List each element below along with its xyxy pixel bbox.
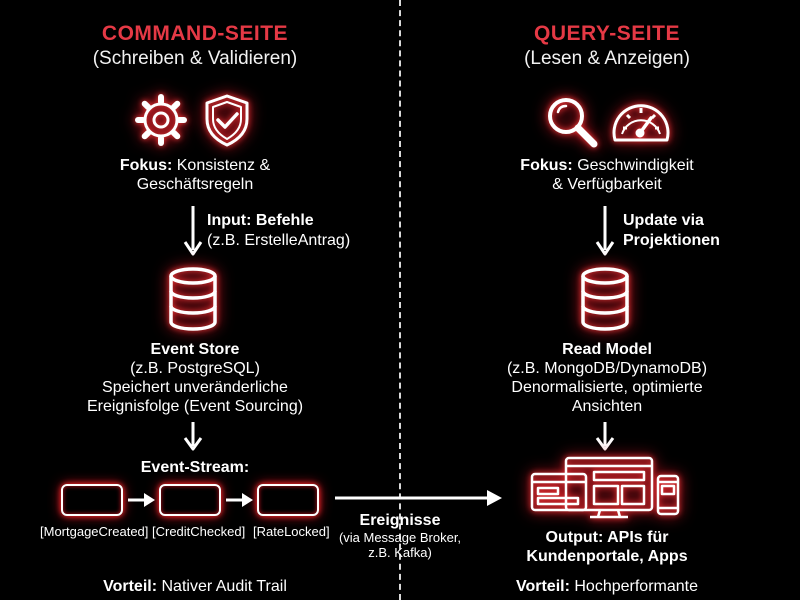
event-label-3: [RateLocked]: [253, 524, 330, 539]
devices-icon: [530, 456, 680, 519]
arrow-down-icon: [183, 422, 203, 451]
magnifier-icon: [548, 98, 598, 148]
command-focus-label: Fokus:: [119, 157, 173, 174]
event-label-1: [MortgageCreated]: [40, 524, 149, 539]
query-advantage-text: Hochperformante: [574, 578, 698, 595]
read-model-line2: Denormalisierte, optimierte: [511, 379, 703, 396]
command-focus-text: Konsistenz &: [176, 157, 271, 174]
shield-check-icon: [205, 94, 249, 147]
event-store-line3: Ereignisfolge (Event Sourcing): [86, 398, 304, 415]
arrow-down-icon: [595, 206, 615, 256]
command-advantage-label: Vorteil:: [103, 578, 158, 595]
command-input-label: Input: Befehle: [207, 212, 314, 229]
command-focus: Fokus: Konsistenz &: [60, 156, 330, 175]
query-output-line1: Output: APIs für: [545, 529, 669, 546]
arrow-right-icon: [128, 493, 155, 507]
read-model-line1: (z.B. MongoDB/DynamoDB): [506, 360, 708, 377]
event-box-3: [257, 484, 319, 516]
query-advantage-label: Vorteil:: [515, 578, 570, 595]
query-subtitle: (Lesen & Anzeigen): [524, 48, 690, 69]
event-stream-label: Event-Stream:: [140, 459, 250, 476]
command-advantage-text: Nativer Audit Trail: [161, 578, 287, 595]
read-model-title: Read Model: [562, 341, 652, 358]
database-icon: [169, 267, 217, 331]
arrow-down-icon: [595, 422, 615, 451]
event-store-line2: Speichert unveränderliche: [102, 379, 288, 396]
read-model-line3: Ansichten: [571, 398, 643, 415]
query-title: QUERY-SEITE: [534, 22, 680, 45]
query-focus-text-2: & Verfügbarkeit: [552, 176, 662, 193]
database-icon: [581, 267, 629, 331]
center-divider: [399, 0, 401, 600]
command-subtitle: (Schreiben & Validieren): [92, 48, 298, 69]
bridge-title: Ereignisse: [359, 512, 441, 529]
speedometer-icon: [612, 104, 670, 142]
bridge-line1: (via Message Broker,: [338, 530, 462, 545]
command-focus-text-2: Geschäftsregeln: [136, 176, 254, 193]
event-box-2: [159, 484, 221, 516]
query-focus-text: Geschwindigkeit: [577, 157, 694, 174]
event-store-title: Event Store: [150, 341, 240, 358]
query-update-line2: Projektionen: [623, 232, 720, 249]
arrow-right-long-icon: [335, 490, 502, 506]
command-advantage: Vorteil: Nativer Audit Trail: [60, 577, 330, 596]
query-focus: Fokus: Geschwindigkeit: [472, 156, 742, 175]
event-box-1: [61, 484, 123, 516]
command-input-example: (z.B. ErstelleAntrag): [207, 232, 351, 249]
event-store-line1: (z.B. PostgreSQL): [130, 360, 260, 377]
bridge-line2: z.B. Kafka): [368, 545, 432, 560]
arrow-right-icon: [226, 493, 253, 507]
query-focus-label: Fokus:: [520, 157, 573, 174]
arrow-down-icon: [183, 206, 203, 256]
command-title: COMMAND-SEITE: [101, 22, 289, 45]
query-update-line1: Update via: [623, 212, 704, 229]
gear-icon: [135, 94, 187, 146]
query-advantage: Vorteil: Hochperformante: [472, 577, 742, 596]
event-label-2: [CreditChecked]: [152, 524, 246, 539]
query-output-line2: Kundenportale, Apps: [526, 548, 688, 565]
